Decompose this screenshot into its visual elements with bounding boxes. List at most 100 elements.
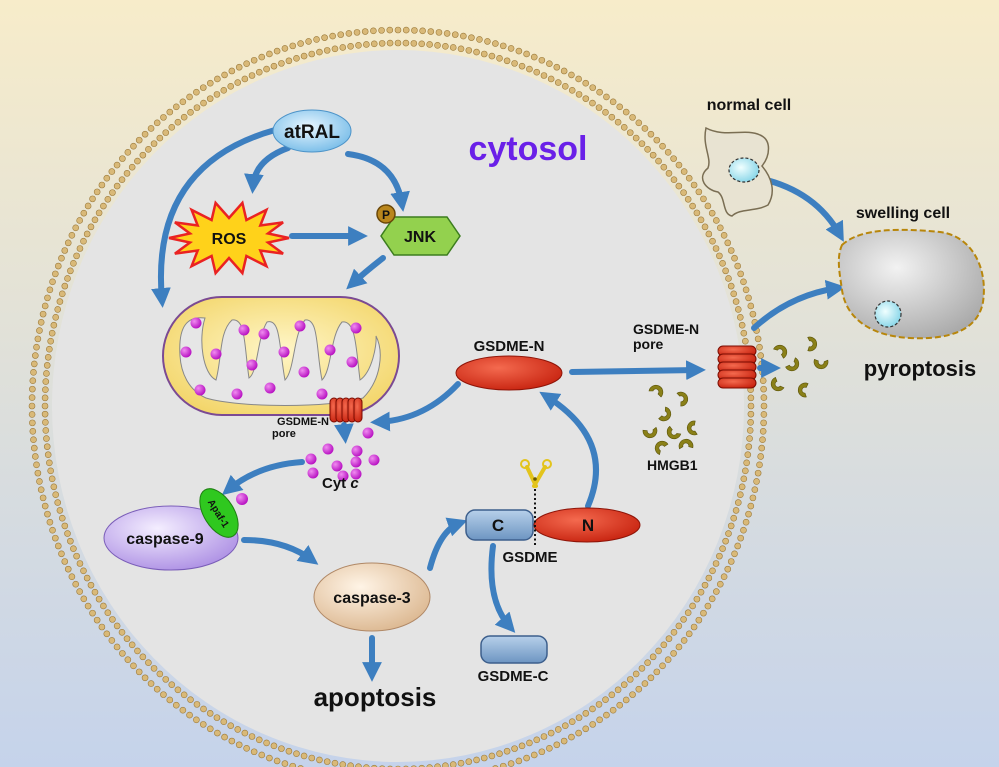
lipid-head <box>250 748 258 756</box>
lipid-head <box>67 267 74 275</box>
lipid-head <box>655 647 662 655</box>
lipid-head <box>641 680 649 687</box>
lipid-head <box>665 170 673 177</box>
lipid-head <box>47 337 54 345</box>
lipid-head <box>80 567 87 575</box>
lipid-head <box>492 40 499 47</box>
lipid-head <box>193 716 200 724</box>
lipid-head <box>530 751 538 759</box>
cyt-c-dot <box>322 443 334 455</box>
apaf-1-ellipse <box>199 488 239 538</box>
pore-subunit <box>717 377 757 389</box>
lipid-head <box>168 124 176 131</box>
lipid-head <box>113 622 121 630</box>
lipid-head <box>465 758 473 765</box>
lipid-head <box>193 701 201 708</box>
lipid-head <box>680 616 687 623</box>
lipid-head <box>128 641 136 649</box>
lipid-head <box>719 260 726 267</box>
lipid-head <box>150 665 158 672</box>
lipid-head <box>747 502 755 510</box>
lipid-head <box>616 103 624 111</box>
lipid-head <box>751 486 759 493</box>
lipid-head <box>43 443 51 450</box>
cyt-c-dot <box>368 454 380 466</box>
lipid-head <box>293 55 300 62</box>
lipid-head <box>568 86 576 94</box>
lipid-head <box>313 36 320 43</box>
hmgb1-particle <box>807 336 818 352</box>
gsdme-label: GSDME <box>502 549 557 566</box>
lipid-head <box>608 113 616 121</box>
lipid-head <box>742 467 749 475</box>
lipid-head <box>685 174 693 182</box>
lipid-head <box>644 659 651 666</box>
lipid-head <box>754 469 762 477</box>
lipid-head <box>518 742 526 750</box>
cyt-c-dot <box>264 382 276 394</box>
lipid-head <box>749 494 757 502</box>
lipid-head <box>119 650 126 657</box>
lipid-head <box>419 27 426 35</box>
lipid-head <box>103 630 111 638</box>
lipid-head <box>361 28 369 35</box>
lipid-head <box>760 402 768 410</box>
jnk-hexagon <box>380 216 461 256</box>
lipid-head <box>67 537 74 545</box>
hmgb1-particle <box>770 377 785 392</box>
lipid-head <box>730 290 738 298</box>
lipid-head <box>664 149 672 156</box>
lipid-head <box>602 109 609 116</box>
cyt-c-dot <box>278 346 290 358</box>
lipid-head <box>30 368 37 376</box>
lipid-head <box>281 760 289 767</box>
lipid-head <box>705 574 713 582</box>
lipid-head <box>660 641 668 649</box>
lipid-head <box>589 705 596 713</box>
lipid-head <box>638 140 646 147</box>
lipid-head <box>435 29 443 36</box>
lipid-head <box>704 202 712 210</box>
lipid-head <box>620 124 628 131</box>
lipid-head <box>83 230 91 238</box>
lipid-head <box>760 411 768 418</box>
lipid-head <box>186 711 193 719</box>
lipid-head <box>179 98 187 106</box>
gsdme-c-fragment-box <box>480 635 548 664</box>
arrow-atral-to-jnk <box>345 151 410 212</box>
lipid-head <box>220 718 228 726</box>
lipid-head <box>72 580 80 588</box>
lipid-head <box>347 42 354 50</box>
lipid-head <box>118 176 126 183</box>
cyt-c-dot <box>324 344 336 356</box>
lipid-head <box>285 57 293 65</box>
lipid-head <box>734 542 741 550</box>
lipid-head <box>213 91 221 98</box>
lipid-head <box>145 659 152 666</box>
lipid-head <box>708 595 716 603</box>
lipid-head <box>56 507 64 514</box>
lipid-head <box>70 545 77 552</box>
lipid-head <box>235 63 243 71</box>
lipid-head <box>675 182 683 190</box>
lipid-head <box>50 483 58 491</box>
lipid-head <box>243 60 250 67</box>
lipid-head <box>596 716 603 724</box>
lipid-head <box>690 181 698 189</box>
lipid-head <box>235 741 243 749</box>
lipid-head <box>29 377 37 385</box>
mitochondrial-cyt-c-dots <box>180 317 362 400</box>
cyt-c-label-prefix: Cyt <box>322 475 346 492</box>
lipid-head <box>426 41 433 48</box>
lipid-head <box>29 427 37 435</box>
lipid-head <box>732 507 740 514</box>
lipid-head <box>620 681 628 688</box>
lipid-head <box>234 79 242 86</box>
lipid-head <box>426 764 433 767</box>
lipid-head <box>42 378 50 385</box>
lipid-head <box>468 34 475 41</box>
lipid-head <box>727 522 735 530</box>
scissors-icon <box>520 459 552 488</box>
lipid-head <box>134 647 141 655</box>
lipid-head <box>43 370 50 377</box>
